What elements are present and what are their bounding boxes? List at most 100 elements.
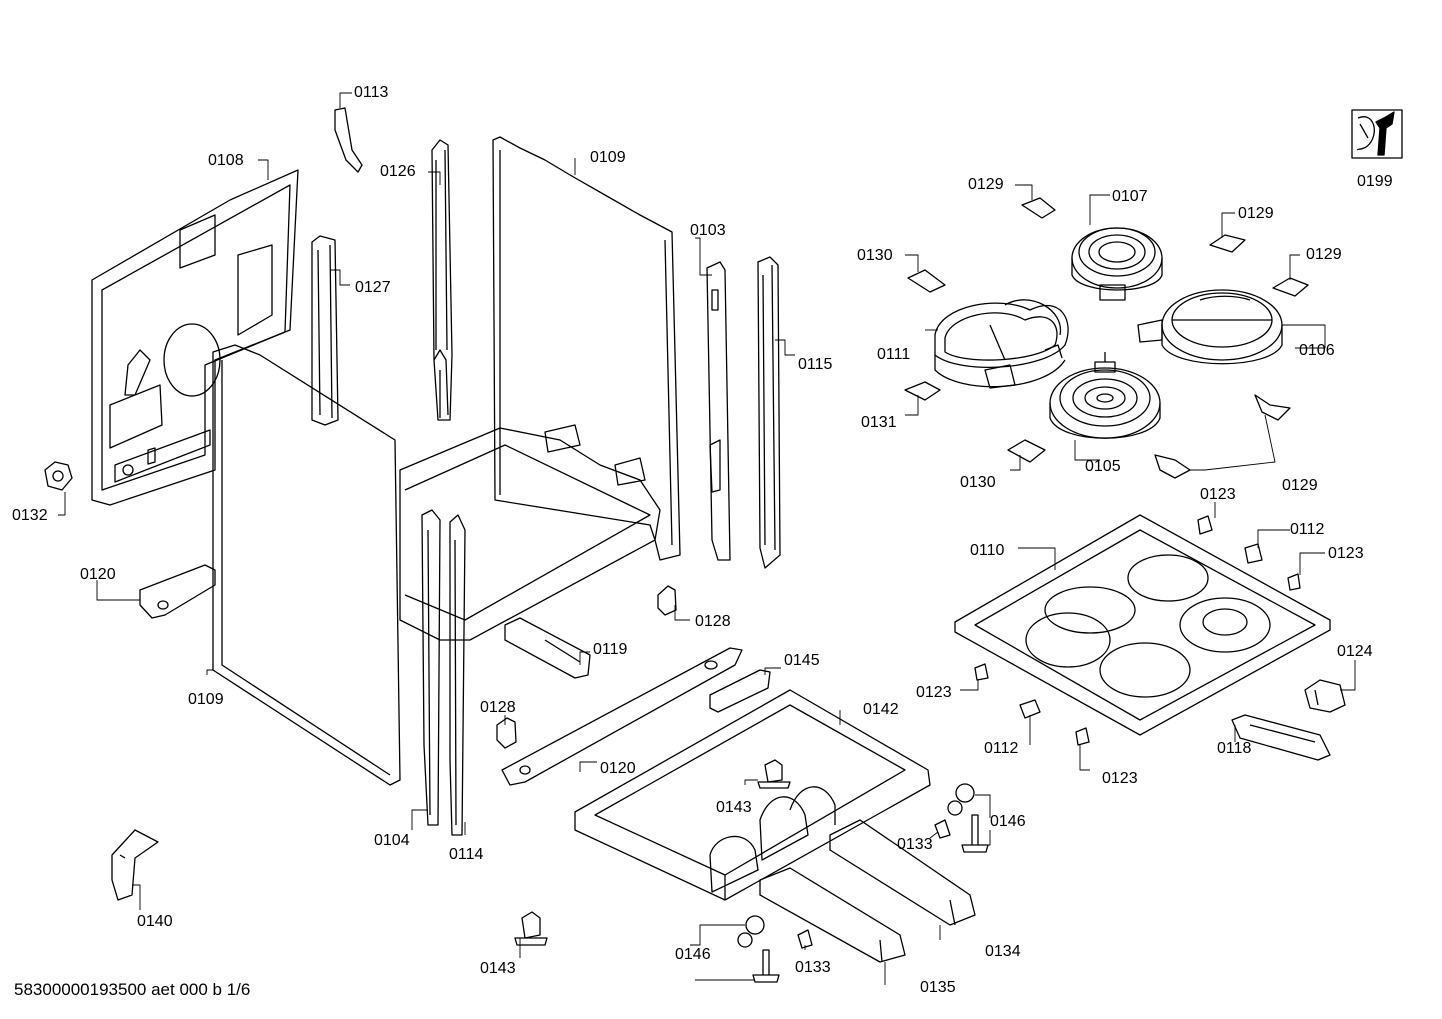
callout-0140: 0140	[137, 913, 173, 930]
callout-0143-a: 0143	[716, 799, 752, 816]
callout-0130-b: 0130	[960, 474, 996, 491]
part-clip-0123-c	[974, 663, 989, 681]
callout-0103: 0103	[690, 222, 726, 239]
part-clip-0128-b	[496, 717, 517, 749]
callout-0131: 0131	[861, 414, 897, 431]
callout-0104: 0104	[374, 832, 410, 849]
part-bracket-0140	[111, 829, 159, 901]
callout-0142: 0142	[863, 701, 899, 718]
part-clip-0129-d	[1254, 394, 1291, 421]
part-side-panel-0109-left	[212, 344, 401, 786]
wrench-icon	[1351, 109, 1403, 159]
part-pad-0112-a	[1244, 543, 1263, 564]
part-pad-0112-b	[1019, 699, 1041, 719]
callout-0129-b: 0129	[1238, 205, 1274, 222]
callout-0130-a: 0130	[857, 247, 893, 264]
part-clip-0129-a	[1021, 197, 1056, 219]
callout-0135: 0135	[920, 979, 956, 996]
callout-0120-left: 0120	[80, 566, 116, 583]
callout-0106: 0106	[1299, 342, 1335, 359]
part-clip-0130-b	[1007, 439, 1046, 463]
callout-0109-top: 0109	[590, 149, 626, 166]
callout-0128-a: 0128	[695, 613, 731, 630]
callout-0143-b: 0143	[480, 960, 516, 977]
part-heating-element-0106	[1137, 289, 1283, 365]
callout-0119: 0119	[593, 641, 628, 658]
callout-0145: 0145	[784, 652, 820, 669]
part-clip-0129-b	[1209, 234, 1246, 253]
callout-0129-d: 0129	[1282, 477, 1318, 494]
part-heating-element-0111	[934, 299, 1069, 389]
callout-0111: 0111	[877, 346, 910, 363]
part-clip-0123-a	[1197, 515, 1213, 535]
part-bracket-0119	[504, 617, 591, 679]
part-rail-0104	[421, 509, 441, 826]
part-foot-0143-a	[757, 759, 791, 789]
part-clip-0123-d	[1075, 727, 1090, 746]
callout-0129-c: 0129	[1306, 246, 1342, 263]
part-rail-0127	[311, 235, 339, 426]
part-rail-0126	[431, 139, 453, 421]
document-code: 58300000193500 aet 000 b 1/6	[14, 980, 251, 999]
part-terminal-0124	[1304, 679, 1346, 713]
part-heating-element-0107	[1071, 227, 1163, 301]
callout-0112-a: 0112	[1290, 521, 1325, 538]
callout-0133-b: 0133	[897, 836, 933, 853]
part-clip-0123-b	[1287, 573, 1301, 591]
part-rear-panel-0108	[91, 169, 299, 506]
part-rail-0115	[757, 256, 781, 569]
callout-0132: 0132	[12, 507, 48, 524]
callout-0114: 0114	[449, 846, 484, 863]
callout-0113: 0113	[354, 84, 389, 101]
callout-0128-b: 0128	[480, 699, 516, 716]
callout-0146-b: 0146	[990, 813, 1026, 830]
callout-0123-d: 0123	[1102, 770, 1138, 787]
callout-0108: 0108	[208, 152, 244, 169]
part-glass-cooktop-0110	[954, 514, 1331, 736]
callout-0118: 0118	[1217, 740, 1252, 757]
part-rail-0134	[829, 819, 976, 926]
part-rail-0135	[759, 867, 906, 963]
callout-0123-b: 0123	[1328, 545, 1364, 562]
callout-0110: 0110	[970, 542, 1005, 559]
callout-0146-a: 0146	[675, 946, 711, 963]
part-bracket-0120-left	[139, 564, 216, 619]
callout-0107: 0107	[1112, 188, 1148, 205]
callout-0109-bottom: 0109	[188, 691, 224, 708]
callout-0133-a: 0133	[795, 959, 831, 976]
callout-0126: 0126	[380, 163, 416, 180]
leader-lines	[58, 92, 1356, 985]
part-bracket-0120-lower	[501, 647, 743, 786]
part-clip-0128-a	[657, 585, 677, 616]
part-clip-0129-c	[1272, 277, 1309, 297]
callout-labels: 0113 0108 0126 0109 0127 0103 0115 0132 …	[12, 84, 1393, 996]
part-cavity-floor	[399, 424, 661, 641]
part-hardware-0146-0133-left	[737, 915, 813, 983]
part-cable-0118	[1231, 714, 1331, 761]
part-bracket-0103	[706, 261, 731, 561]
part-clip-0131	[904, 381, 941, 401]
callout-0112-b: 0112	[984, 740, 1019, 757]
callout-0123-c: 0123	[916, 684, 952, 701]
part-foot-0143-b	[514, 911, 548, 946]
callout-0115: 0115	[798, 356, 833, 373]
callout-0124: 0124	[1337, 643, 1373, 660]
part-strip-0145	[709, 669, 771, 713]
part-heating-element-0105	[1049, 352, 1161, 439]
callout-0105: 0105	[1085, 458, 1121, 475]
part-rail-0114	[449, 514, 466, 836]
callout-0123-a: 0123	[1200, 486, 1236, 503]
callout-0120-lower: 0120	[600, 760, 636, 777]
callout-0199: 0199	[1357, 173, 1393, 190]
part-clip-0129-e	[1154, 454, 1191, 479]
callout-0134: 0134	[985, 943, 1021, 960]
part-base-frame-0142	[574, 689, 931, 901]
callout-0129-a: 0129	[968, 176, 1004, 193]
part-hardware-0146-0133-right	[934, 783, 989, 853]
part-side-panel-0109-right	[492, 136, 681, 561]
callout-0127: 0127	[355, 279, 391, 296]
part-bracket-0113	[334, 107, 363, 173]
part-clip-0130-a	[907, 269, 946, 293]
part-0132	[44, 461, 73, 491]
